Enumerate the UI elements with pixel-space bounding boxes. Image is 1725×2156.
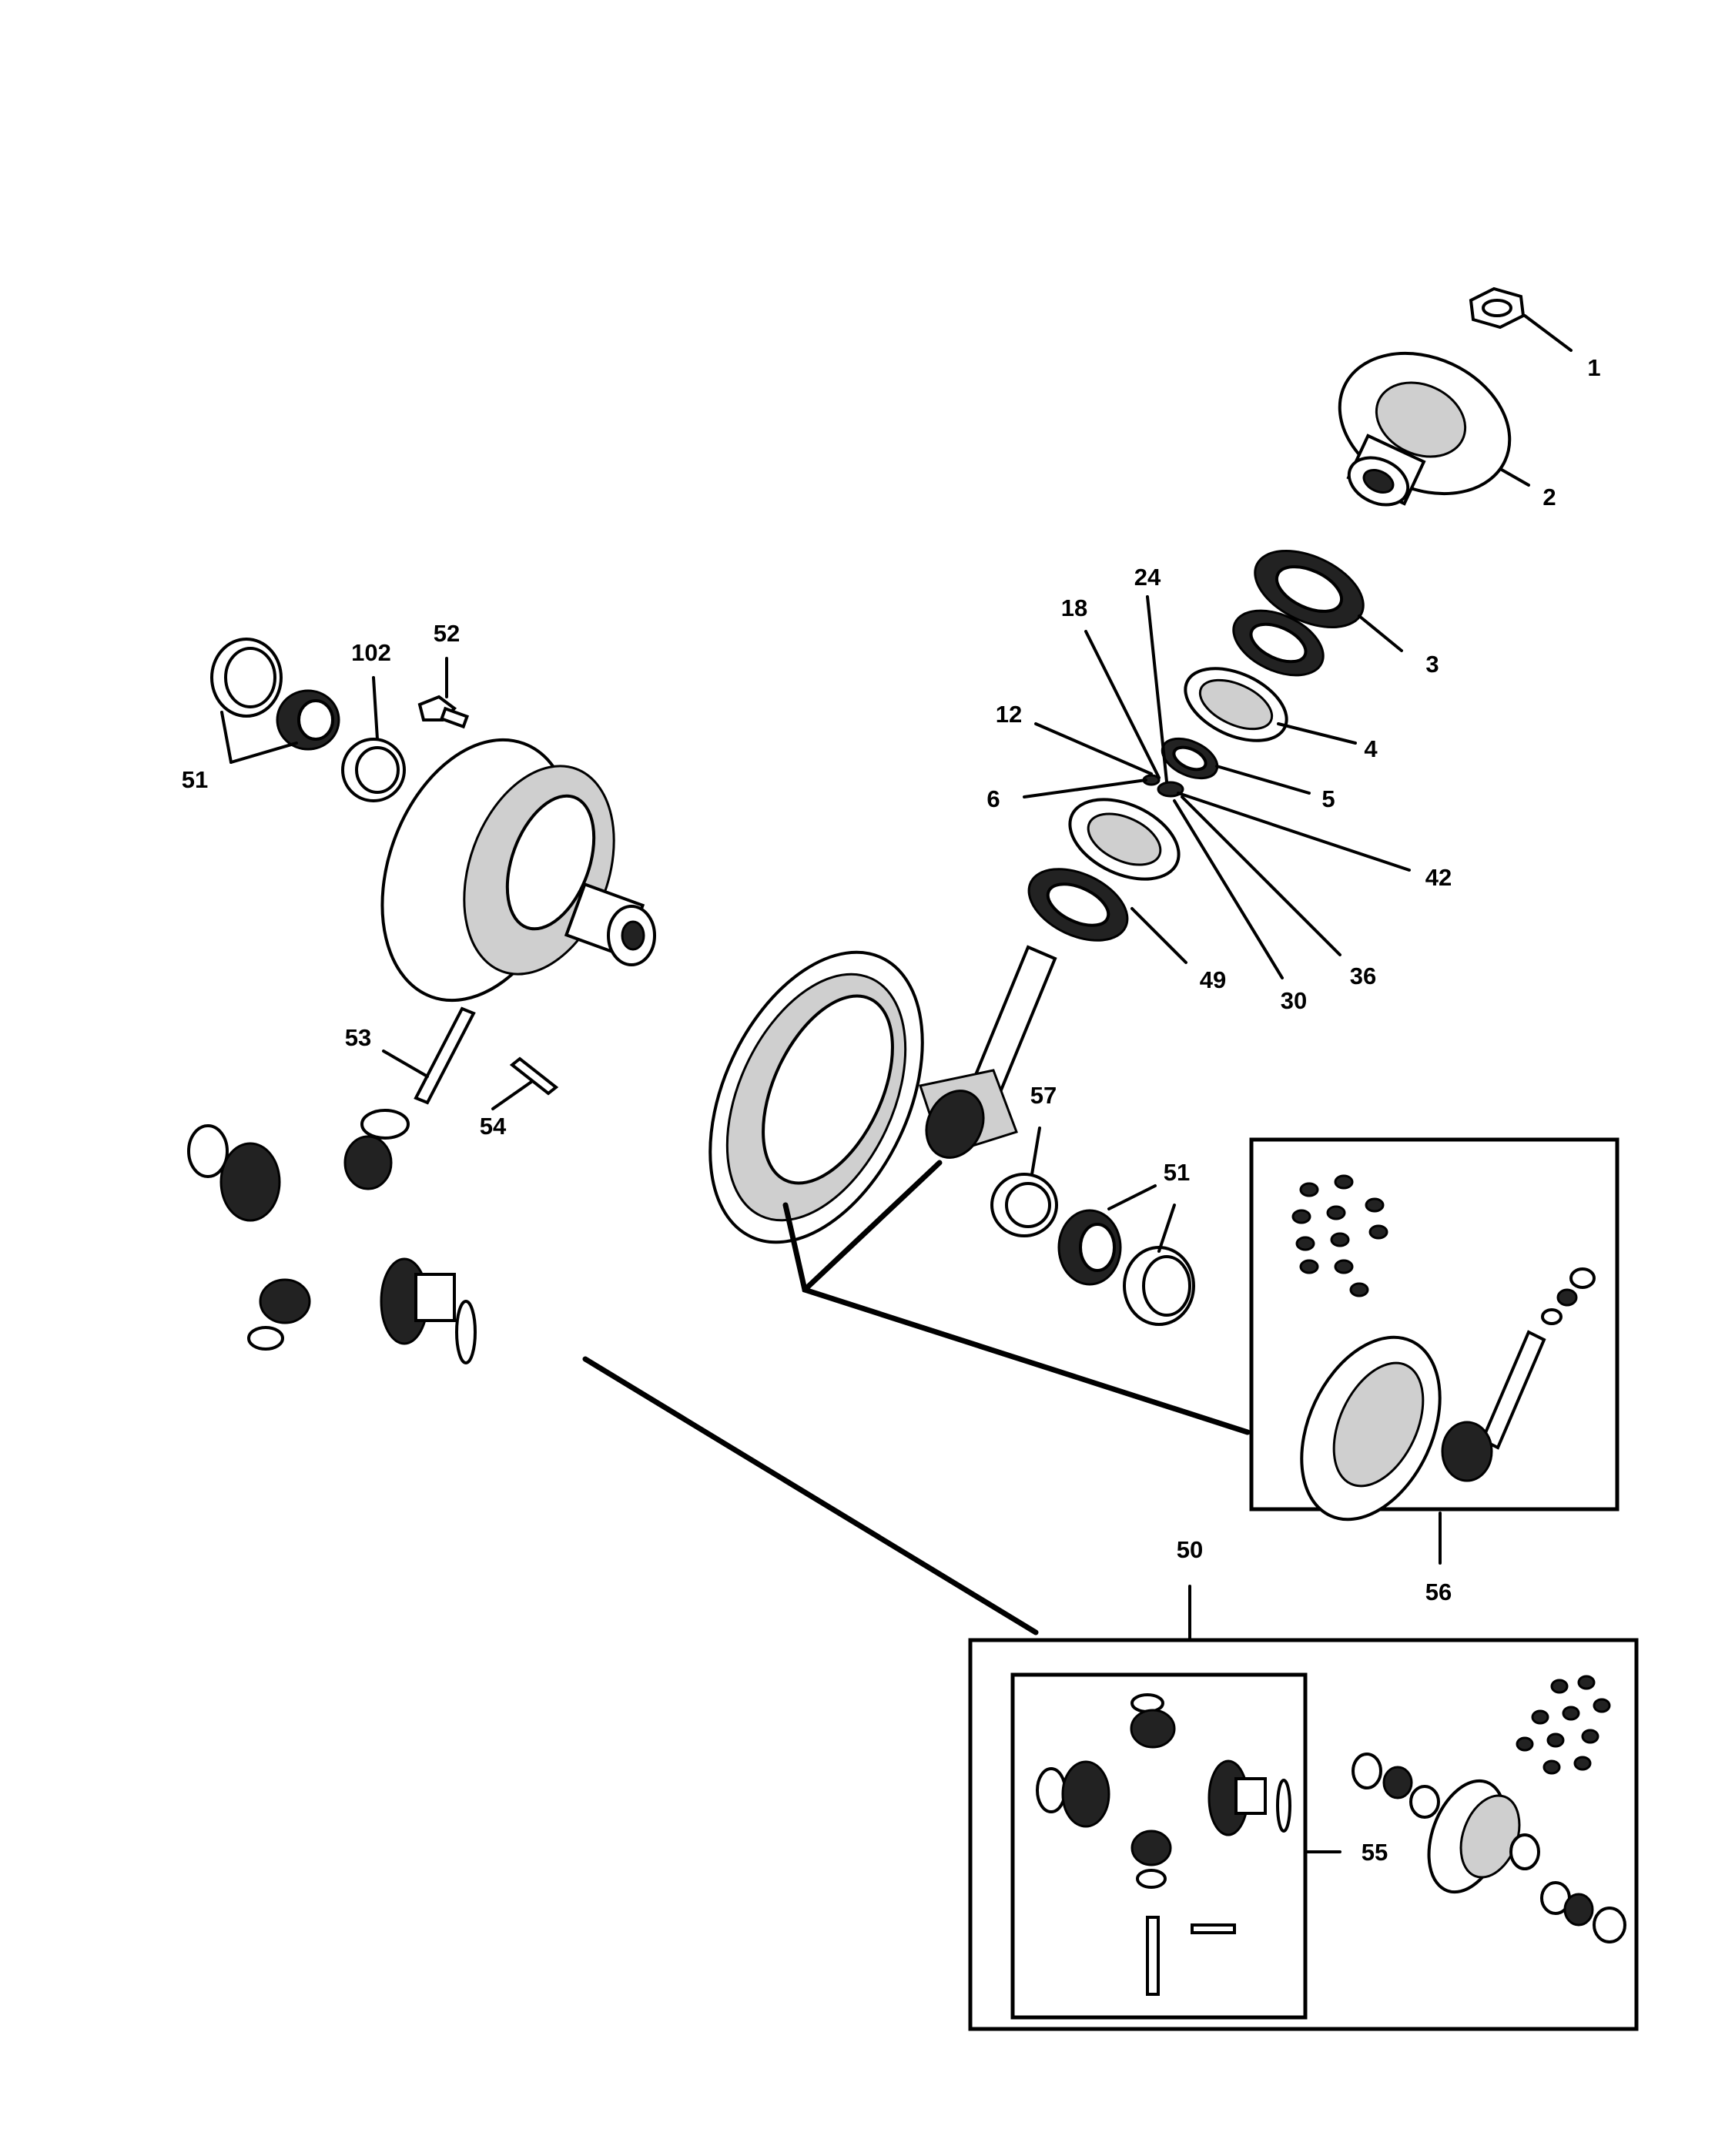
part-49-inner-pinion-bearing (1027, 798, 1181, 942)
callout-51-left: 51 (182, 766, 208, 793)
part-102-shim (341, 738, 406, 802)
leader-24 (1146, 595, 1168, 783)
ring-gear (708, 950, 924, 1244)
callout-51-right: 51 (1164, 1159, 1190, 1186)
kit-box-56 (1249, 1137, 1619, 1512)
callout-54: 54 (480, 1113, 507, 1140)
kit-56-pinion (1441, 1267, 1596, 1482)
kit-55-gears (1036, 1693, 1291, 1996)
leader-36 (1181, 795, 1341, 956)
callout-2: 2 (1542, 484, 1556, 511)
leader-4 (1277, 722, 1357, 745)
leader-18 (1084, 630, 1161, 779)
leader-30 (1173, 799, 1284, 979)
callout-5: 5 (1321, 785, 1335, 812)
pinion-gear-mate-lower (247, 1278, 311, 1351)
part-54-lock-pin (509, 1056, 559, 1096)
side-gear-upper (187, 1124, 281, 1222)
kit-56-ring-gear (1300, 1335, 1442, 1522)
leader-51a-a (220, 711, 233, 764)
kit-box-55 (1010, 1672, 1308, 2020)
callout-52: 52 (434, 620, 460, 647)
part-57-shim (990, 1173, 1058, 1237)
callout-56: 56 (1425, 1578, 1452, 1605)
part-53-cross-shaft (414, 1006, 476, 1105)
leader-2 (1500, 468, 1530, 487)
connector-pinion (802, 1160, 943, 1293)
leader-5 (1215, 765, 1311, 795)
callout-53: 53 (345, 1024, 371, 1051)
callout-12: 12 (996, 701, 1022, 728)
callout-4: 4 (1364, 735, 1378, 762)
leader-57 (1030, 1127, 1041, 1176)
pinion-gear (919, 945, 1057, 1159)
part-4-outer-pinion-bearing (1184, 609, 1325, 742)
differential-case (380, 738, 656, 1003)
callout-49: 49 (1200, 966, 1226, 993)
callout-1: 1 (1587, 354, 1600, 381)
leader-12 (1034, 722, 1153, 775)
callout-50: 50 (1177, 1536, 1203, 1563)
leader-1 (1523, 314, 1573, 352)
callout-3: 3 (1425, 651, 1439, 678)
callout-42: 42 (1425, 864, 1452, 891)
part-2-pinion-flange (1338, 351, 1512, 507)
callout-24: 24 (1134, 564, 1161, 591)
leader-6 (1023, 778, 1147, 798)
part-42-36-30-washers (1157, 781, 1184, 798)
leader-51b-a (1107, 1184, 1157, 1210)
callout-102: 102 (351, 639, 391, 666)
kit-50-bolts (1516, 1675, 1611, 1775)
leader-3 (1358, 614, 1403, 652)
leader-102 (372, 676, 379, 741)
leader-49 (1130, 907, 1187, 964)
side-gear-lower (380, 1257, 477, 1364)
part-52-ring-gear-bolt (417, 695, 470, 729)
kit-56-bolts (1291, 1174, 1388, 1297)
pinion-gear-mate-upper (343, 1109, 410, 1190)
part-5-collapsible-spacer (1161, 737, 1219, 780)
part-51-left-bearing (210, 638, 340, 751)
part-1-pinion-nut (1469, 286, 1526, 330)
leader-51a-b (229, 742, 298, 764)
callout-55: 55 (1362, 1839, 1388, 1866)
callout-36: 36 (1350, 962, 1376, 989)
kit-50-diff-case (1352, 1753, 1626, 1943)
callout-57: 57 (1030, 1082, 1057, 1109)
connector-to-50 (582, 1356, 1039, 1635)
callout-6: 6 (986, 785, 1000, 812)
leader-53 (382, 1050, 429, 1078)
callout-18: 18 (1061, 594, 1087, 621)
leader-51b-b (1157, 1204, 1176, 1253)
leader-54 (491, 1080, 533, 1110)
leader-42 (1177, 792, 1411, 872)
kit-box-50 (968, 1638, 1639, 2031)
callout-30: 30 (1281, 987, 1307, 1014)
part-51-right-bearing (1057, 1209, 1195, 1326)
part-3-pinion-seal (1254, 549, 1365, 629)
